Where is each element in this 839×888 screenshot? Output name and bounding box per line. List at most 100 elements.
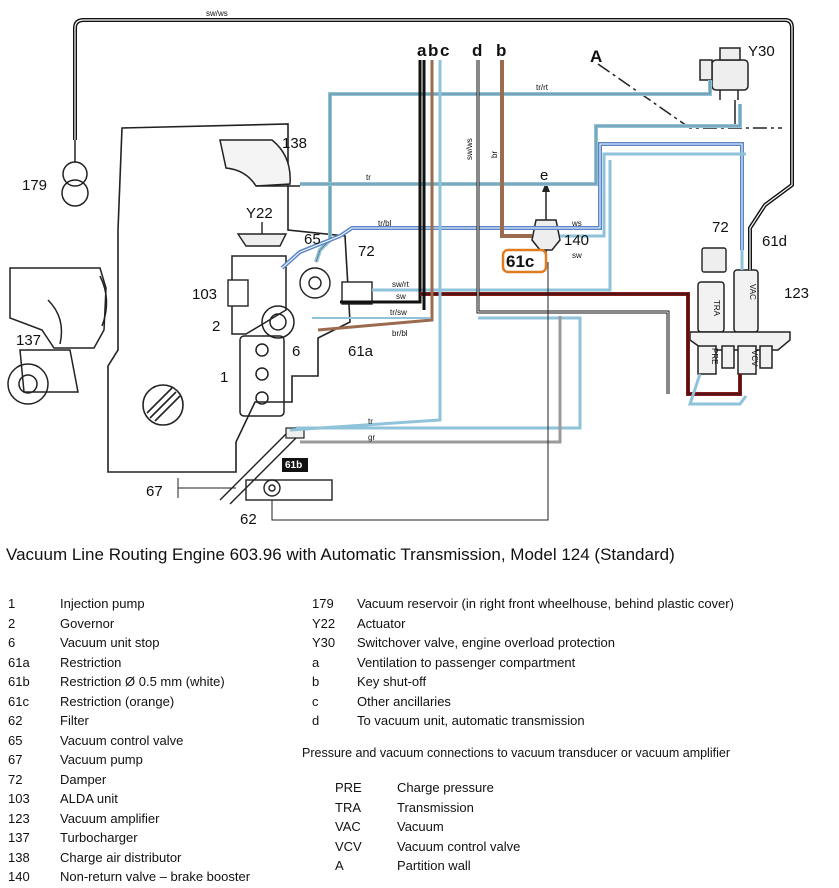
wire-sw-ws-vert: sw/ws — [465, 138, 474, 160]
diagram-caption: Vacuum Line Routing Engine 603.96 with A… — [6, 545, 675, 564]
legend-text: Switchover valve, engine overload protec… — [357, 635, 615, 651]
label-61d: 61d — [762, 233, 787, 250]
label-61a: 61a — [348, 343, 374, 360]
line-c-brown — [317, 60, 434, 332]
wire-gr: gr — [368, 433, 375, 442]
legend-key: Y30 — [312, 635, 336, 651]
legend-key: b — [312, 674, 320, 690]
wire-br-bl: br/bl — [392, 329, 408, 338]
legend-key: d — [312, 713, 320, 729]
legend-item: 65 Vacuum control valve — [8, 731, 250, 751]
legend-text: Vacuum — [397, 819, 444, 835]
legend-text: Governor — [60, 615, 115, 631]
line-gr — [300, 316, 562, 444]
label-137: 137 — [16, 332, 41, 349]
wire-sw: sw — [396, 292, 406, 301]
legend-text: Ventilation to passenger compartment — [357, 654, 576, 670]
line-to-140 — [560, 152, 746, 238]
label-67: 67 — [146, 483, 163, 500]
legend-text: Restriction Ø 0.5 mm (white) — [60, 674, 225, 690]
legend-key: 62 — [8, 713, 23, 729]
legend-text: Key shut-off — [357, 674, 427, 690]
legend-item: 61c Restriction (orange) — [8, 692, 250, 712]
legend-text: Restriction — [60, 654, 122, 670]
line-filter-return — [271, 262, 549, 521]
legend-key: 65 — [8, 732, 23, 748]
legend-key: c — [312, 693, 319, 709]
legend-item: VAC Vacuum — [335, 817, 520, 837]
legend-key: VCV — [335, 838, 362, 854]
label-103: 103 — [192, 286, 217, 303]
legend-text: Transmission — [397, 799, 474, 815]
wire-tr-bl: tr/bl — [378, 219, 392, 228]
legend-item: c Other ancillaries — [312, 692, 734, 712]
damper-right — [701, 247, 727, 273]
legend-text: Vacuum reservoir (in right front wheelho… — [357, 596, 734, 612]
charge-air-distributor — [219, 139, 291, 187]
legend-item: 61a Restriction — [8, 653, 250, 673]
legend-text: Actuator — [357, 615, 406, 631]
legend-key: 61c — [8, 693, 29, 709]
legend-text: Vacuum control valve — [397, 838, 521, 854]
label-partition-a: A — [590, 47, 602, 66]
engine-oil-cap — [142, 384, 184, 426]
legend-key: 103 — [8, 791, 30, 807]
wire-tr-mid: tr — [366, 173, 371, 182]
wire-sw-rt: sw/rt — [392, 280, 410, 289]
connections-heading: Pressure and vacuum connections to vacuu… — [302, 746, 730, 760]
legend-item: 67 Vacuum pump — [8, 750, 250, 770]
legend-key: 67 — [8, 752, 23, 768]
legend-key: 72 — [8, 771, 23, 787]
legend-item: VCV Vacuum control valve — [335, 837, 520, 857]
label-61b: 61b — [285, 460, 302, 471]
legend-text: Vacuum unit stop — [60, 635, 160, 651]
legend-item: d To vacuum unit, automatic transmission — [312, 711, 734, 731]
label-b-top: b — [428, 41, 438, 60]
legend-key: VAC — [335, 819, 361, 835]
label-y22: Y22 — [246, 205, 273, 222]
legend-text: Turbocharger — [60, 830, 138, 846]
label-138: 138 — [282, 135, 307, 152]
restriction-61b-box — [282, 458, 308, 472]
legend-text: Restriction (orange) — [60, 693, 175, 709]
legend-text: Injection pump — [60, 596, 145, 612]
vacuum-reservoir — [61, 140, 89, 207]
label-y30: Y30 — [748, 43, 775, 60]
label-179: 179 — [22, 177, 47, 194]
turbocharger — [7, 267, 108, 405]
legend-key: 61a — [8, 654, 30, 670]
port-vac: VAC — [748, 284, 757, 300]
legend-item: Y30 Switchover valve, engine overload pro… — [312, 633, 734, 653]
legend-key: PRE — [335, 780, 362, 796]
label-72-right: 72 — [712, 219, 729, 236]
legend-key: 123 — [8, 810, 30, 826]
line-sw — [340, 60, 422, 304]
label-123: 123 — [784, 285, 809, 302]
actuator-y22 — [236, 233, 288, 247]
legend-text: To vacuum unit, automatic transmission — [357, 713, 585, 729]
wire-ws: ws — [571, 219, 582, 228]
label-6: 6 — [292, 343, 300, 360]
port-vcv: VCV — [750, 350, 759, 367]
engine-block-outline — [107, 123, 351, 473]
label-a: a — [417, 41, 427, 60]
legend-text: Vacuum control valve — [60, 732, 184, 748]
filter-62-body — [285, 427, 305, 439]
label-72-left: 72 — [358, 243, 375, 260]
label-62: 62 — [240, 511, 257, 528]
legend-text: Charge pressure — [397, 780, 494, 796]
alda-unit — [227, 279, 249, 307]
legend-text: Partition wall — [397, 858, 471, 874]
legend-text: Other ancillaries — [357, 693, 451, 709]
legend-text: Vacuum pump — [60, 752, 143, 768]
